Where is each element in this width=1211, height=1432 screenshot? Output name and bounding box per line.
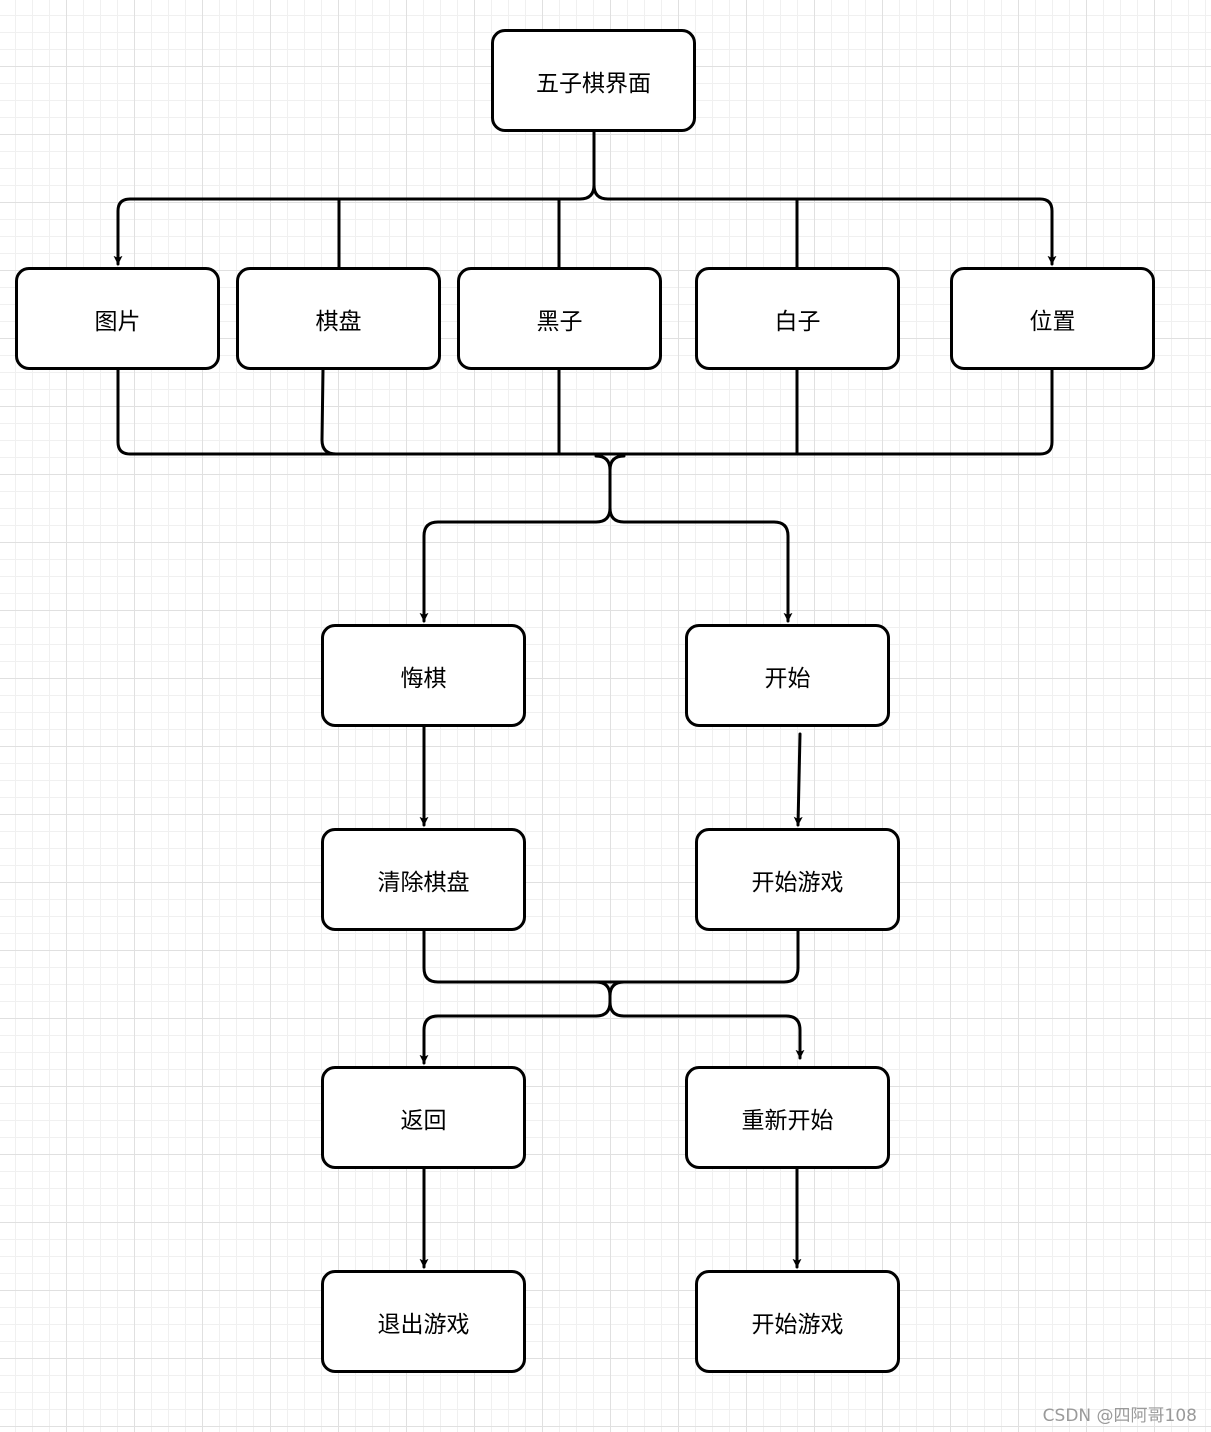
connector-merge-outer [116, 368, 1054, 456]
connector-split-left [419, 454, 612, 623]
node-back[interactable]: 返回 [321, 1066, 526, 1169]
connector-root-trunk [592, 129, 1057, 266]
connector-merge-qipan [320, 368, 338, 456]
node-start[interactable]: 开始 [685, 624, 890, 727]
node-white-piece[interactable]: 白子 [695, 267, 900, 370]
node-clear-board[interactable]: 清除棋盘 [321, 828, 526, 931]
node-undo[interactable]: 悔棋 [321, 624, 526, 727]
node-black-piece[interactable]: 黑子 [457, 267, 662, 370]
connector-merge-4 [422, 929, 800, 984]
connector-split2-left [419, 980, 612, 1065]
node-board[interactable]: 棋盘 [236, 267, 441, 370]
connector-split2-right [608, 980, 805, 1060]
node-image[interactable]: 图片 [15, 267, 220, 370]
watermark: CSDN @四阿哥108 [1042, 1406, 1197, 1426]
connector-kaishi-youxi [793, 732, 803, 827]
node-gomoku-interface[interactable]: 五子棋界面 [491, 29, 696, 132]
node-exit-game[interactable]: 退出游戏 [321, 1270, 526, 1373]
node-position[interactable]: 位置 [950, 267, 1155, 370]
node-start-game[interactable]: 开始游戏 [695, 828, 900, 931]
node-restart[interactable]: 重新开始 [685, 1066, 890, 1169]
node-start-game-2[interactable]: 开始游戏 [695, 1270, 900, 1373]
connector-root-left [113, 183, 596, 266]
connector-split-right [608, 454, 793, 623]
